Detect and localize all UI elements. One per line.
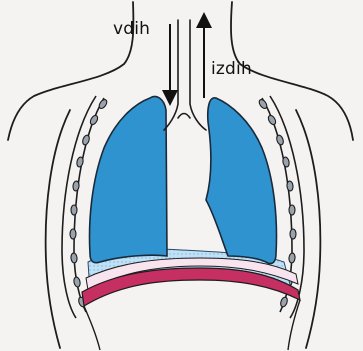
inhale-label: vdih (113, 21, 150, 38)
rib-left-7 (70, 229, 76, 239)
rib-right-6 (289, 205, 295, 215)
rib-left-6 (71, 205, 77, 215)
exhale-label: izdih (211, 61, 252, 78)
rib-right-7 (290, 229, 296, 239)
